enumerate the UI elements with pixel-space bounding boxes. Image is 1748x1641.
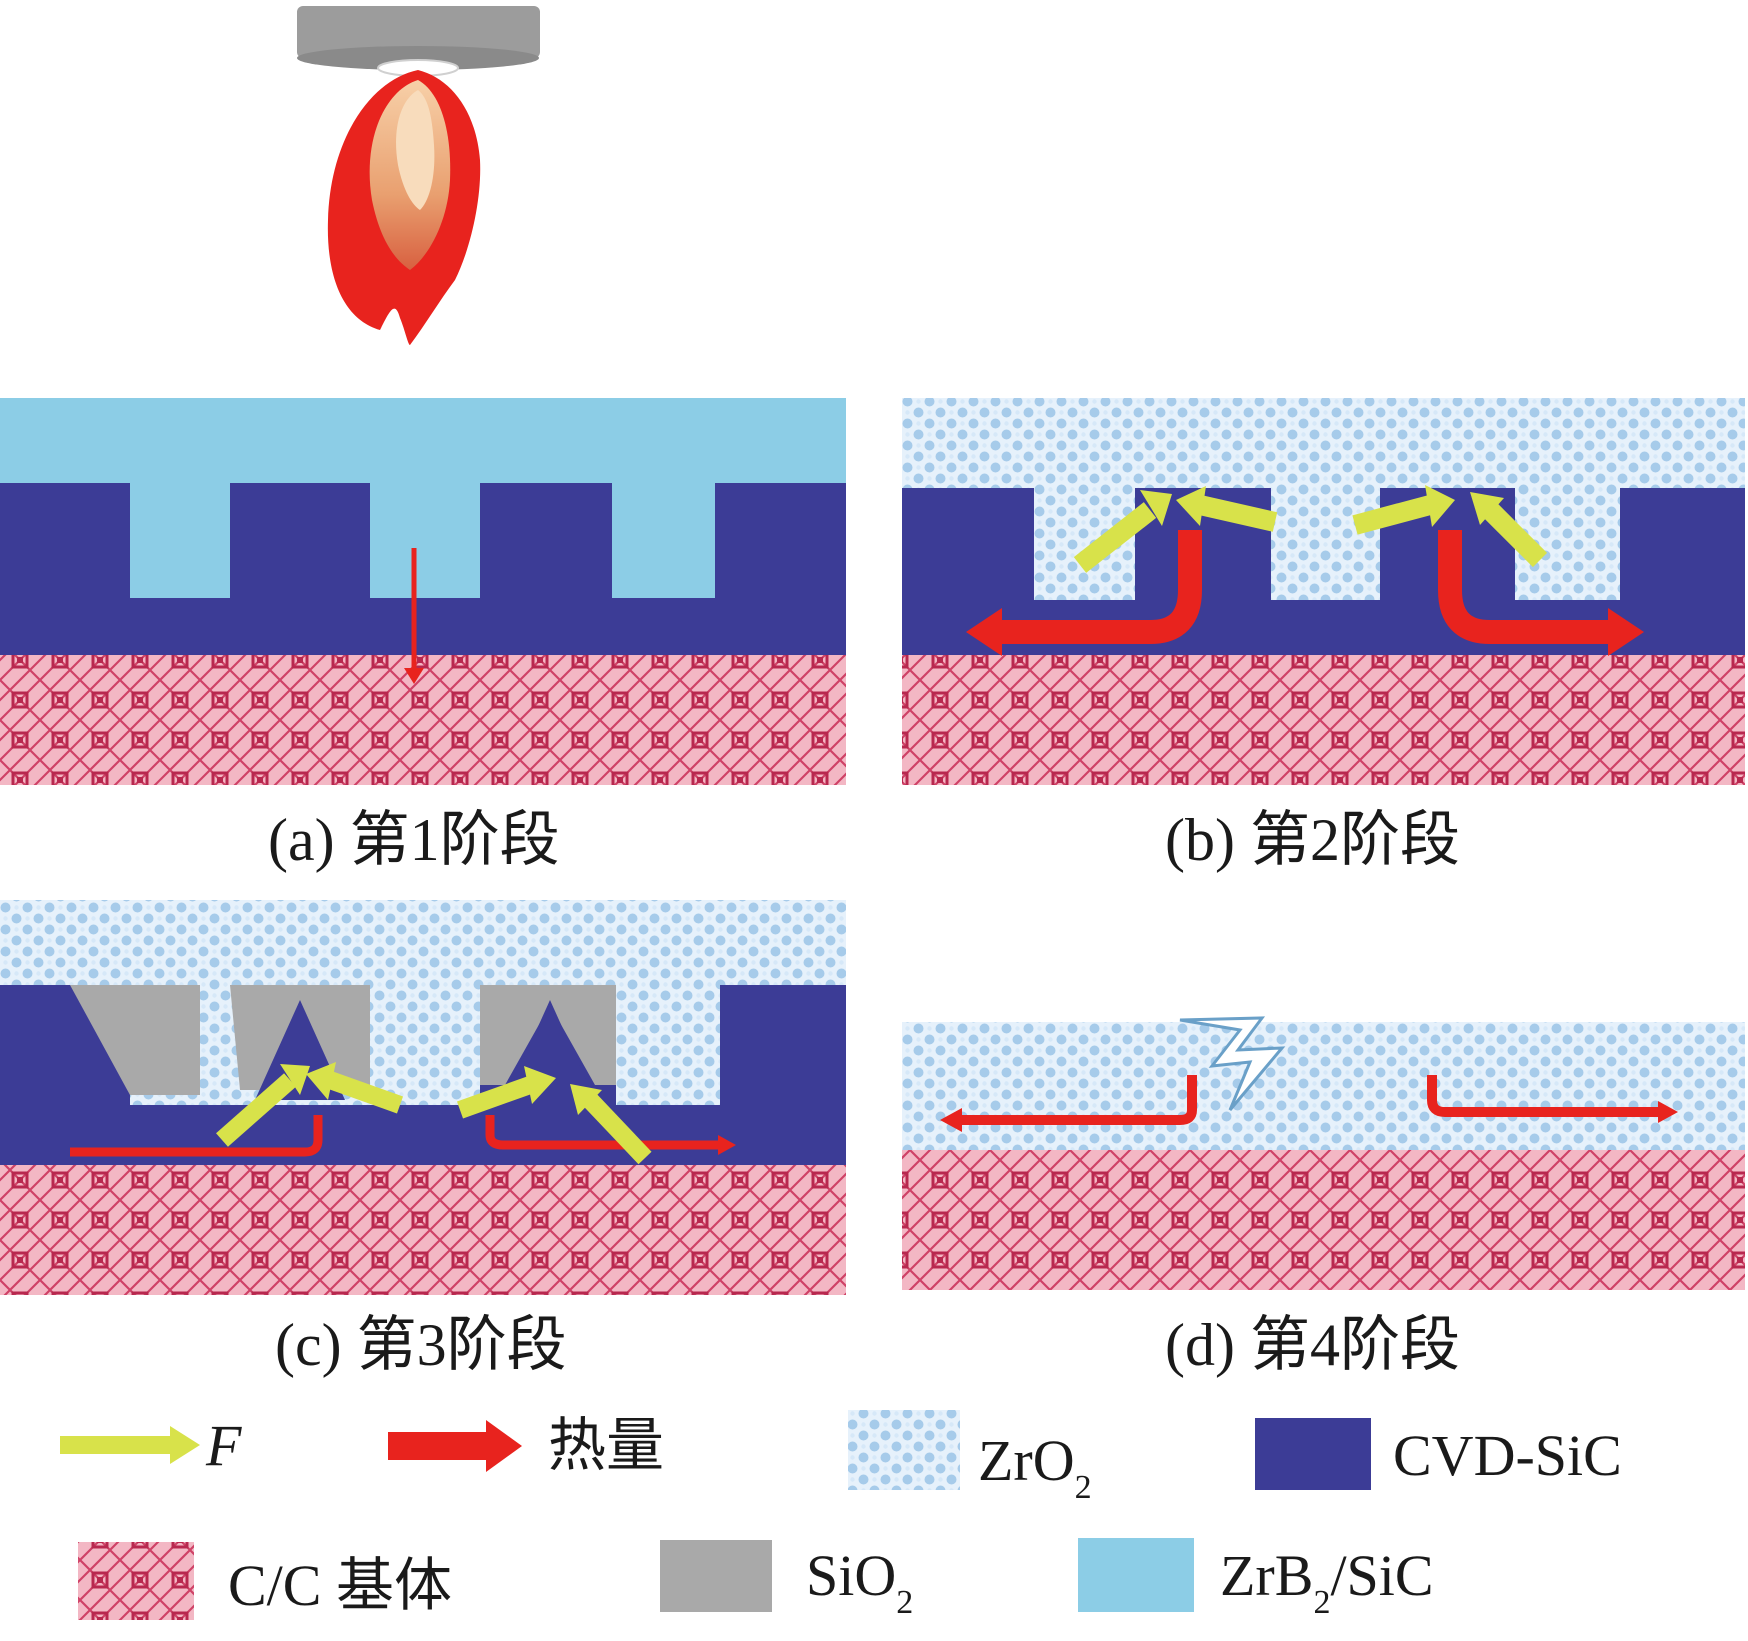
heat-arrow-left: [70, 1115, 323, 1157]
force-arrow: [1482, 502, 1548, 568]
legend: F 热量 ZrO2 CVD-SiC C/C 基体 SiO2 ZrB2/SiC: [60, 1410, 1622, 1621]
heat-arrow-left: [1000, 530, 1202, 644]
heat-arrow-head: [404, 668, 424, 684]
sio2-region: [70, 985, 200, 1095]
lightning-crack-icon: [1179, 1016, 1286, 1111]
legend-zrb2-sic-label: ZrB2/SiC: [1220, 1543, 1434, 1621]
legend-zrb2-sic-swatch: [1078, 1538, 1194, 1612]
nozzle-body: [297, 6, 540, 58]
force-arrow-head: [1470, 492, 1504, 525]
legend-heat-label: 热量: [548, 1413, 664, 1478]
zro2-layer: [902, 398, 1745, 608]
force-arrow: [1073, 502, 1157, 573]
force-arrow-head: [306, 1062, 336, 1100]
cc-matrix-layer: [902, 1150, 1745, 1290]
force-arrow-head: [1176, 486, 1206, 526]
force-arrow: [216, 1073, 296, 1147]
zrb2-sic-layer: [0, 398, 846, 598]
cc-matrix-layer: [0, 655, 846, 785]
force-arrow-head: [570, 1084, 602, 1115]
force-arrow: [456, 1076, 534, 1119]
force-arrow: [1197, 495, 1278, 532]
cc-matrix-layer: [902, 655, 1745, 785]
legend-heat-arrow-icon: [388, 1432, 488, 1460]
legend-sio2-swatch: [660, 1540, 772, 1612]
caption-d: (d) 第4阶段: [1165, 1312, 1460, 1378]
heat-arrow-right-head: [1658, 1101, 1678, 1123]
caption-c: (c) 第3阶段: [275, 1312, 567, 1378]
legend-zro2-swatch: [848, 1410, 960, 1490]
heat-arrow-right-head: [1608, 608, 1644, 656]
torch-flame-icon: [297, 6, 540, 345]
panel-d-stage-4: [902, 1016, 1745, 1290]
heat-arrow-right: [1427, 1075, 1660, 1117]
cc-matrix-layer: [0, 1165, 846, 1295]
force-arrow-head: [1140, 490, 1172, 526]
cvd-sic-layer: [0, 985, 846, 1165]
panel-a-stage-1: [0, 398, 846, 785]
nozzle-bottom: [297, 46, 539, 70]
heat-arrow-left-head: [966, 608, 1002, 656]
force-arrow: [1352, 495, 1433, 535]
force-arrow-head: [524, 1066, 556, 1104]
legend-force-arrow-head: [170, 1426, 200, 1464]
cvd-sic-layer: [0, 483, 846, 655]
sio2-region: [480, 985, 616, 1085]
heat-arrow-right: [485, 1115, 720, 1150]
heat-arrow-left-head: [940, 1108, 962, 1132]
legend-cc-swatch: [78, 1542, 194, 1620]
force-arrow-head: [280, 1064, 310, 1095]
legend-cc-label: C/C 基体: [228, 1553, 452, 1618]
panel-c-stage-3: [0, 900, 846, 1295]
heat-arrow-right-head: [718, 1135, 736, 1155]
force-arrow-head: [1425, 485, 1455, 527]
caption-a: (a) 第1阶段: [268, 807, 560, 873]
heat-arrow-right: [1438, 530, 1610, 644]
caption-b: (b) 第2阶段: [1165, 807, 1460, 873]
force-arrow: [326, 1071, 404, 1114]
zro2-layer: [902, 1022, 1745, 1150]
force-arrow: [583, 1093, 652, 1165]
cvd-sic-layer: [902, 488, 1745, 655]
legend-heat-arrow-head: [486, 1420, 522, 1472]
heat-arrow-left: [960, 1075, 1197, 1125]
panel-b-stage-2: [902, 398, 1745, 785]
legend-sio2-label: SiO2: [806, 1543, 913, 1621]
legend-cvd-sic-label: CVD-SiC: [1393, 1423, 1622, 1488]
legend-zro2-label: ZrO2: [978, 1428, 1092, 1506]
legend-cvd-sic-swatch: [1255, 1418, 1371, 1490]
legend-force-label: F: [205, 1413, 242, 1478]
flame-core: [396, 90, 435, 210]
